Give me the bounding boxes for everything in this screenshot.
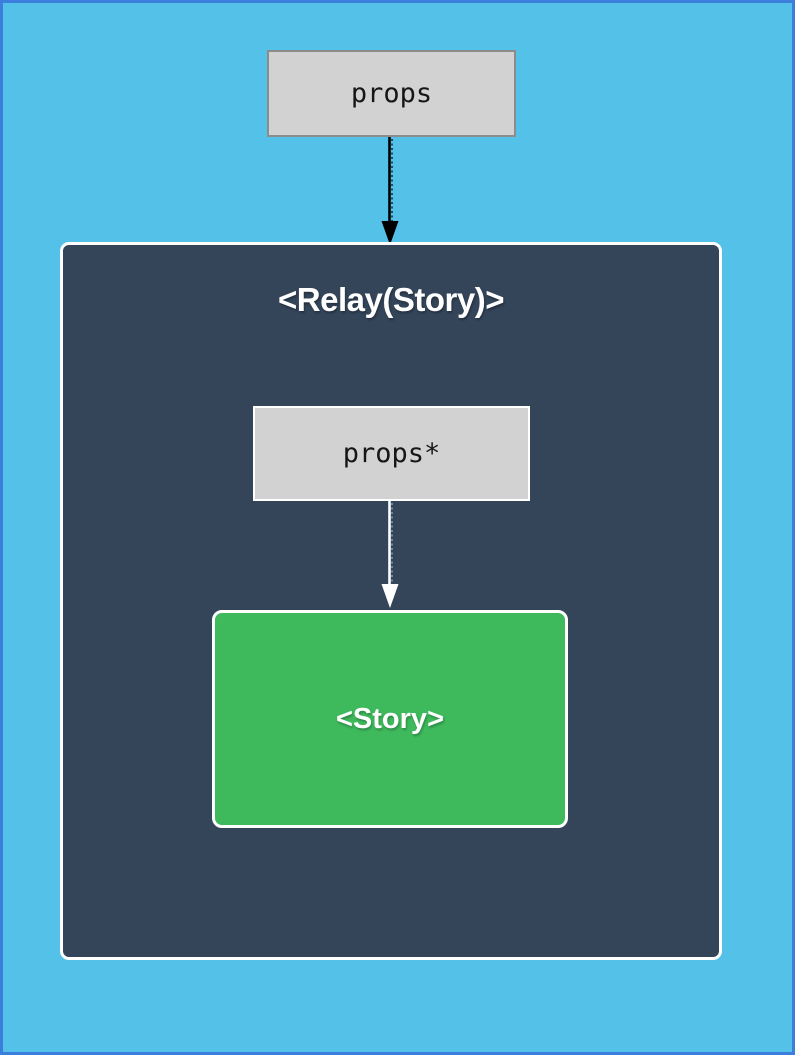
outer-props-box: props — [267, 50, 516, 137]
inner-props-label: props* — [342, 438, 441, 469]
story-label: <Story> — [336, 702, 444, 735]
inner-props-box: props* — [253, 406, 530, 501]
arrow-down-icon — [381, 137, 399, 245]
relay-container-title: <Relay(Story)> — [278, 281, 504, 318]
story-box: <Story> — [212, 610, 568, 828]
relay-story-container: <Relay(Story)> props* <Story> — [60, 242, 722, 960]
outer-props-label: props — [350, 78, 433, 109]
arrow-down-icon — [381, 501, 399, 608]
